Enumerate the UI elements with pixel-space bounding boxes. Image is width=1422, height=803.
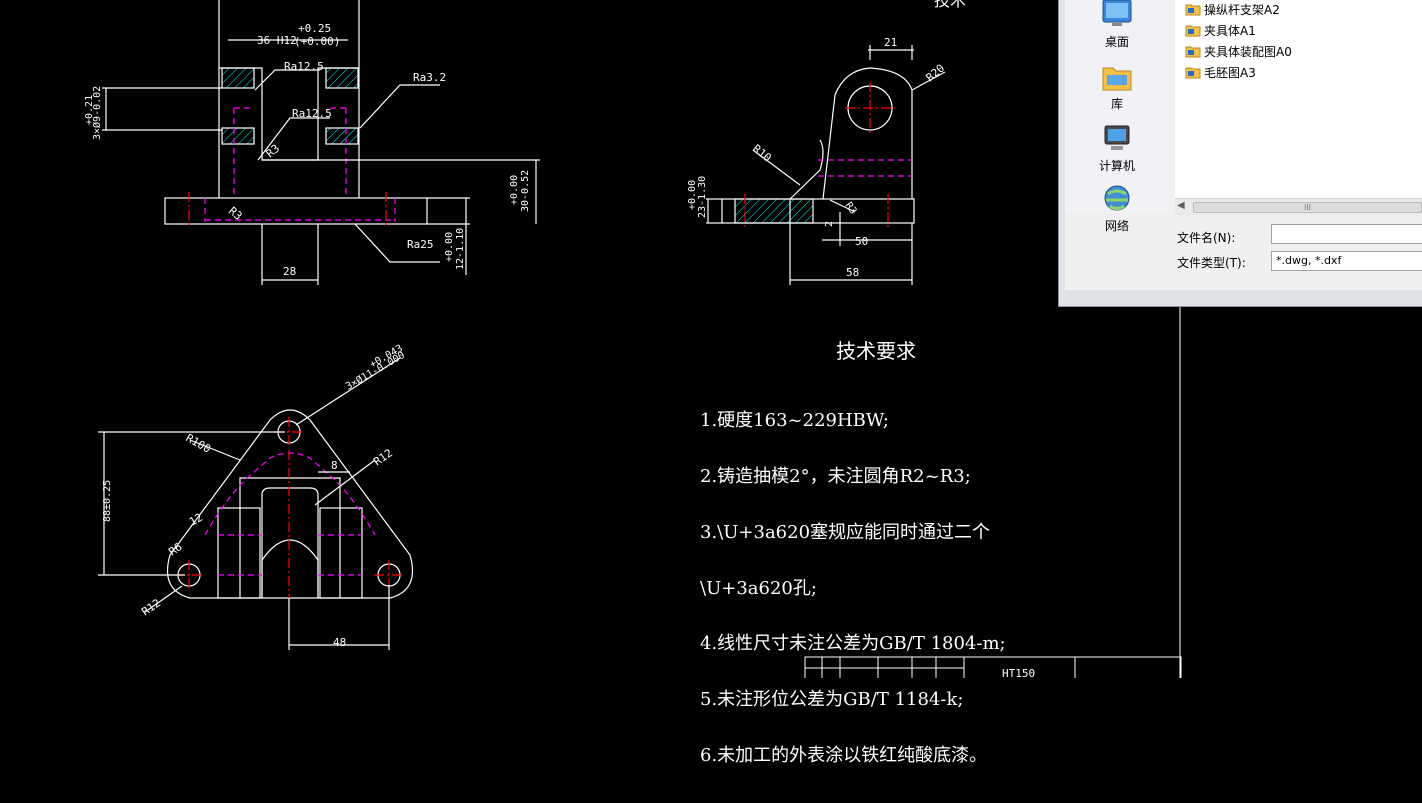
scroll-left-icon[interactable]: ◀ <box>1177 200 1185 211</box>
place-network[interactable]: 网络 <box>1065 184 1169 234</box>
dim-58: 58 <box>846 266 859 279</box>
roughness-ra25: Ra25 <box>407 238 434 251</box>
hole-tol-lower-bottom: 3×Ø11-0.000 <box>344 349 407 393</box>
horizontal-scrollbar[interactable]: ◀ III <box>1175 198 1422 215</box>
dialog-body: 桌面 库 计算机 网络 <box>1065 0 1422 290</box>
file-name: 夹具体装配图A0 <box>1204 44 1292 59</box>
tech-req-title: 技术要求 <box>836 339 916 363</box>
file-item[interactable]: 夹具体A1 <box>1185 21 1256 39</box>
dim-88: 88±0.25 <box>102 480 113 522</box>
radius-r10: R10 <box>750 142 774 164</box>
network-icon <box>1100 184 1134 214</box>
dim-48: 48 <box>333 636 346 649</box>
radius-r100: R100 <box>184 431 213 456</box>
title-block-material: HT150 <box>1002 667 1035 678</box>
filename-input[interactable] <box>1271 224 1422 244</box>
dwg-file-icon <box>1185 65 1201 79</box>
dim-left-upper: +0.00 <box>687 180 698 210</box>
fit-tol-lower: (+0.00) <box>294 35 340 48</box>
file-item[interactable]: 毛胚图A3 <box>1185 63 1256 81</box>
file-open-dialog[interactable]: 桌面 库 计算机 网络 <box>1058 0 1422 307</box>
tech-req-lines: 1.硬度163~229HBW; 2.铸造抽模2°，未注圆角R2~R3; 3.\U… <box>700 375 1006 803</box>
partial-heading-text: 技术 <box>934 0 966 10</box>
radius-r20: R20 <box>924 62 948 85</box>
dim-30-lower: 30-0.52 <box>520 170 531 212</box>
dim-12-upper: +0.00 <box>444 232 455 262</box>
tech-req-line: 1.硬度163~229HBW; <box>700 410 889 432</box>
place-library[interactable]: 库 <box>1065 62 1169 112</box>
dim-50: 50 <box>855 235 868 248</box>
place-computer[interactable]: 计算机 <box>1065 124 1169 174</box>
file-list[interactable]: 操纵杆支架A2 夹具体A1 夹具体装配图A0 毛胚图A3 <box>1175 0 1422 198</box>
roughness-ra12-5-top: Ra12.5 <box>284 60 324 73</box>
tech-req-line: 3.\U+3a620塞规应能同时通过二个 <box>700 521 991 543</box>
filetype-label: 文件类型(T): <box>1177 256 1246 270</box>
dwg-file-icon <box>1185 44 1201 58</box>
radius-r12-right: R12 <box>371 446 395 468</box>
dwg-file-icon <box>1185 2 1201 16</box>
fillet-r3-upper: R3 <box>264 142 283 160</box>
dim-28: 28 <box>283 265 296 278</box>
file-item[interactable]: 操纵杆支架A2 <box>1185 0 1280 18</box>
drawing-canvas[interactable]: 36 H12 +0.25 (+0.00) Ra12.5 Ra3.2 Ra12.5… <box>0 0 1422 678</box>
radius-r3: R3 <box>843 200 859 216</box>
filename-label: 文件名(N): <box>1177 231 1236 245</box>
place-label: 计算机 <box>1098 159 1135 173</box>
file-name: 操纵杆支架A2 <box>1204 2 1280 17</box>
file-name: 夹具体A1 <box>1204 23 1256 38</box>
dwg-file-icon <box>1185 23 1201 37</box>
tech-req-line: \U+3a620孔; <box>700 577 817 599</box>
cad-drawing: 36 H12 +0.25 (+0.00) Ra12.5 Ra3.2 Ra12.5… <box>84 0 1182 678</box>
dim-12-bottom: 12 <box>187 511 205 529</box>
tech-req-line: 5.未注形位公差为GB/T 1184-k; <box>700 689 964 711</box>
scroll-thumb[interactable]: III <box>1193 202 1422 213</box>
tech-req-line: 2.铸造抽模2°，未注圆角R2~R3; <box>700 465 971 487</box>
drawing-frame <box>804 300 1182 678</box>
dim-left-lower: 23-1.30 <box>697 176 708 218</box>
dim-21: 21 <box>884 36 897 49</box>
filetype-select[interactable]: *.dwg, *.dxf <box>1271 251 1422 271</box>
bottom-view <box>98 357 414 650</box>
side-view <box>706 45 946 285</box>
fit-label: 36 H12 <box>257 34 297 47</box>
radius-r6: R6 <box>166 540 184 558</box>
dim-30-upper: +0.00 <box>509 175 520 205</box>
computer-icon <box>1100 124 1134 154</box>
desktop-icon <box>1100 0 1134 30</box>
filetype-value: *.dwg, *.dxf <box>1276 254 1342 267</box>
roughness-ra12-5-mid: Ra12.5 <box>292 107 332 120</box>
file-item[interactable]: 夹具体装配图A0 <box>1185 42 1292 60</box>
tech-req-line: 6.未加工的外表涂以铁红纯酸底漆。 <box>700 744 988 766</box>
top-view <box>102 0 540 285</box>
hole-tol-lower: 3×Ø9-0.02 <box>91 86 103 140</box>
fit-tol-upper: +0.25 <box>298 22 331 35</box>
place-label: 桌面 <box>1104 35 1129 49</box>
library-icon <box>1100 62 1134 92</box>
place-label: 库 <box>1110 97 1123 111</box>
dim-2: 2 <box>824 221 835 227</box>
scroll-thumb-grip: III <box>1303 203 1312 212</box>
dim-8: 8 <box>331 459 338 472</box>
dim-12-lower: 12-1.10 <box>455 228 466 270</box>
place-desktop[interactable]: 桌面 <box>1065 0 1169 50</box>
tech-req-line: 4.线性尺寸未注公差为GB/T 1804-m; <box>700 633 1006 655</box>
place-label: 网络 <box>1104 219 1129 233</box>
file-name: 毛胚图A3 <box>1204 65 1256 80</box>
radius-r12-left: R12 <box>139 596 163 618</box>
places-bar: 桌面 库 计算机 网络 <box>1065 0 1169 233</box>
roughness-ra3-2: Ra3.2 <box>413 71 446 84</box>
hole-tol-upper: +0.21 <box>84 95 95 125</box>
